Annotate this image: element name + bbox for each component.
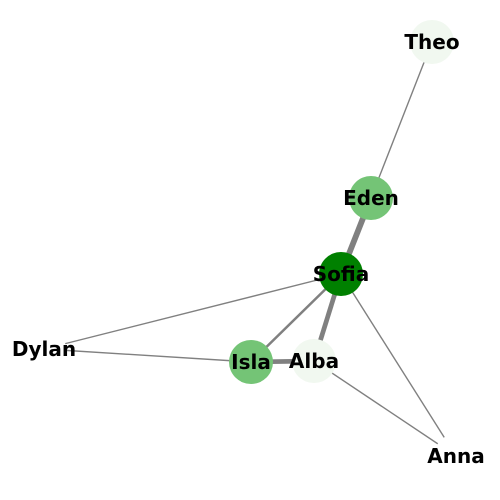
node-label-anna: Anna: [427, 444, 484, 468]
node-anna: [434, 434, 478, 478]
node-label-isla: Isla: [231, 350, 271, 374]
node-label-eden: Eden: [343, 186, 399, 210]
node-theo: [410, 20, 454, 64]
edge-sofia-dylan: [43, 273, 342, 350]
node-alba: [292, 339, 336, 383]
edge-sofia-anna: [340, 273, 457, 457]
node-label-sofia: Sofia: [313, 262, 369, 286]
node-sofia: [319, 252, 363, 296]
edge-theo-eden: [370, 41, 433, 199]
node-dylan: [22, 327, 66, 371]
edges-layer: [43, 41, 457, 457]
edge-alba-anna: [313, 360, 457, 457]
node-label-dylan: Dylan: [12, 337, 76, 361]
edge-dylan-isla: [43, 348, 252, 363]
node-label-theo: Theo: [404, 30, 459, 54]
node-label-alba: Alba: [289, 349, 339, 373]
nodes-layer: [22, 20, 478, 478]
node-isla: [229, 340, 273, 384]
node-eden: [349, 176, 393, 220]
